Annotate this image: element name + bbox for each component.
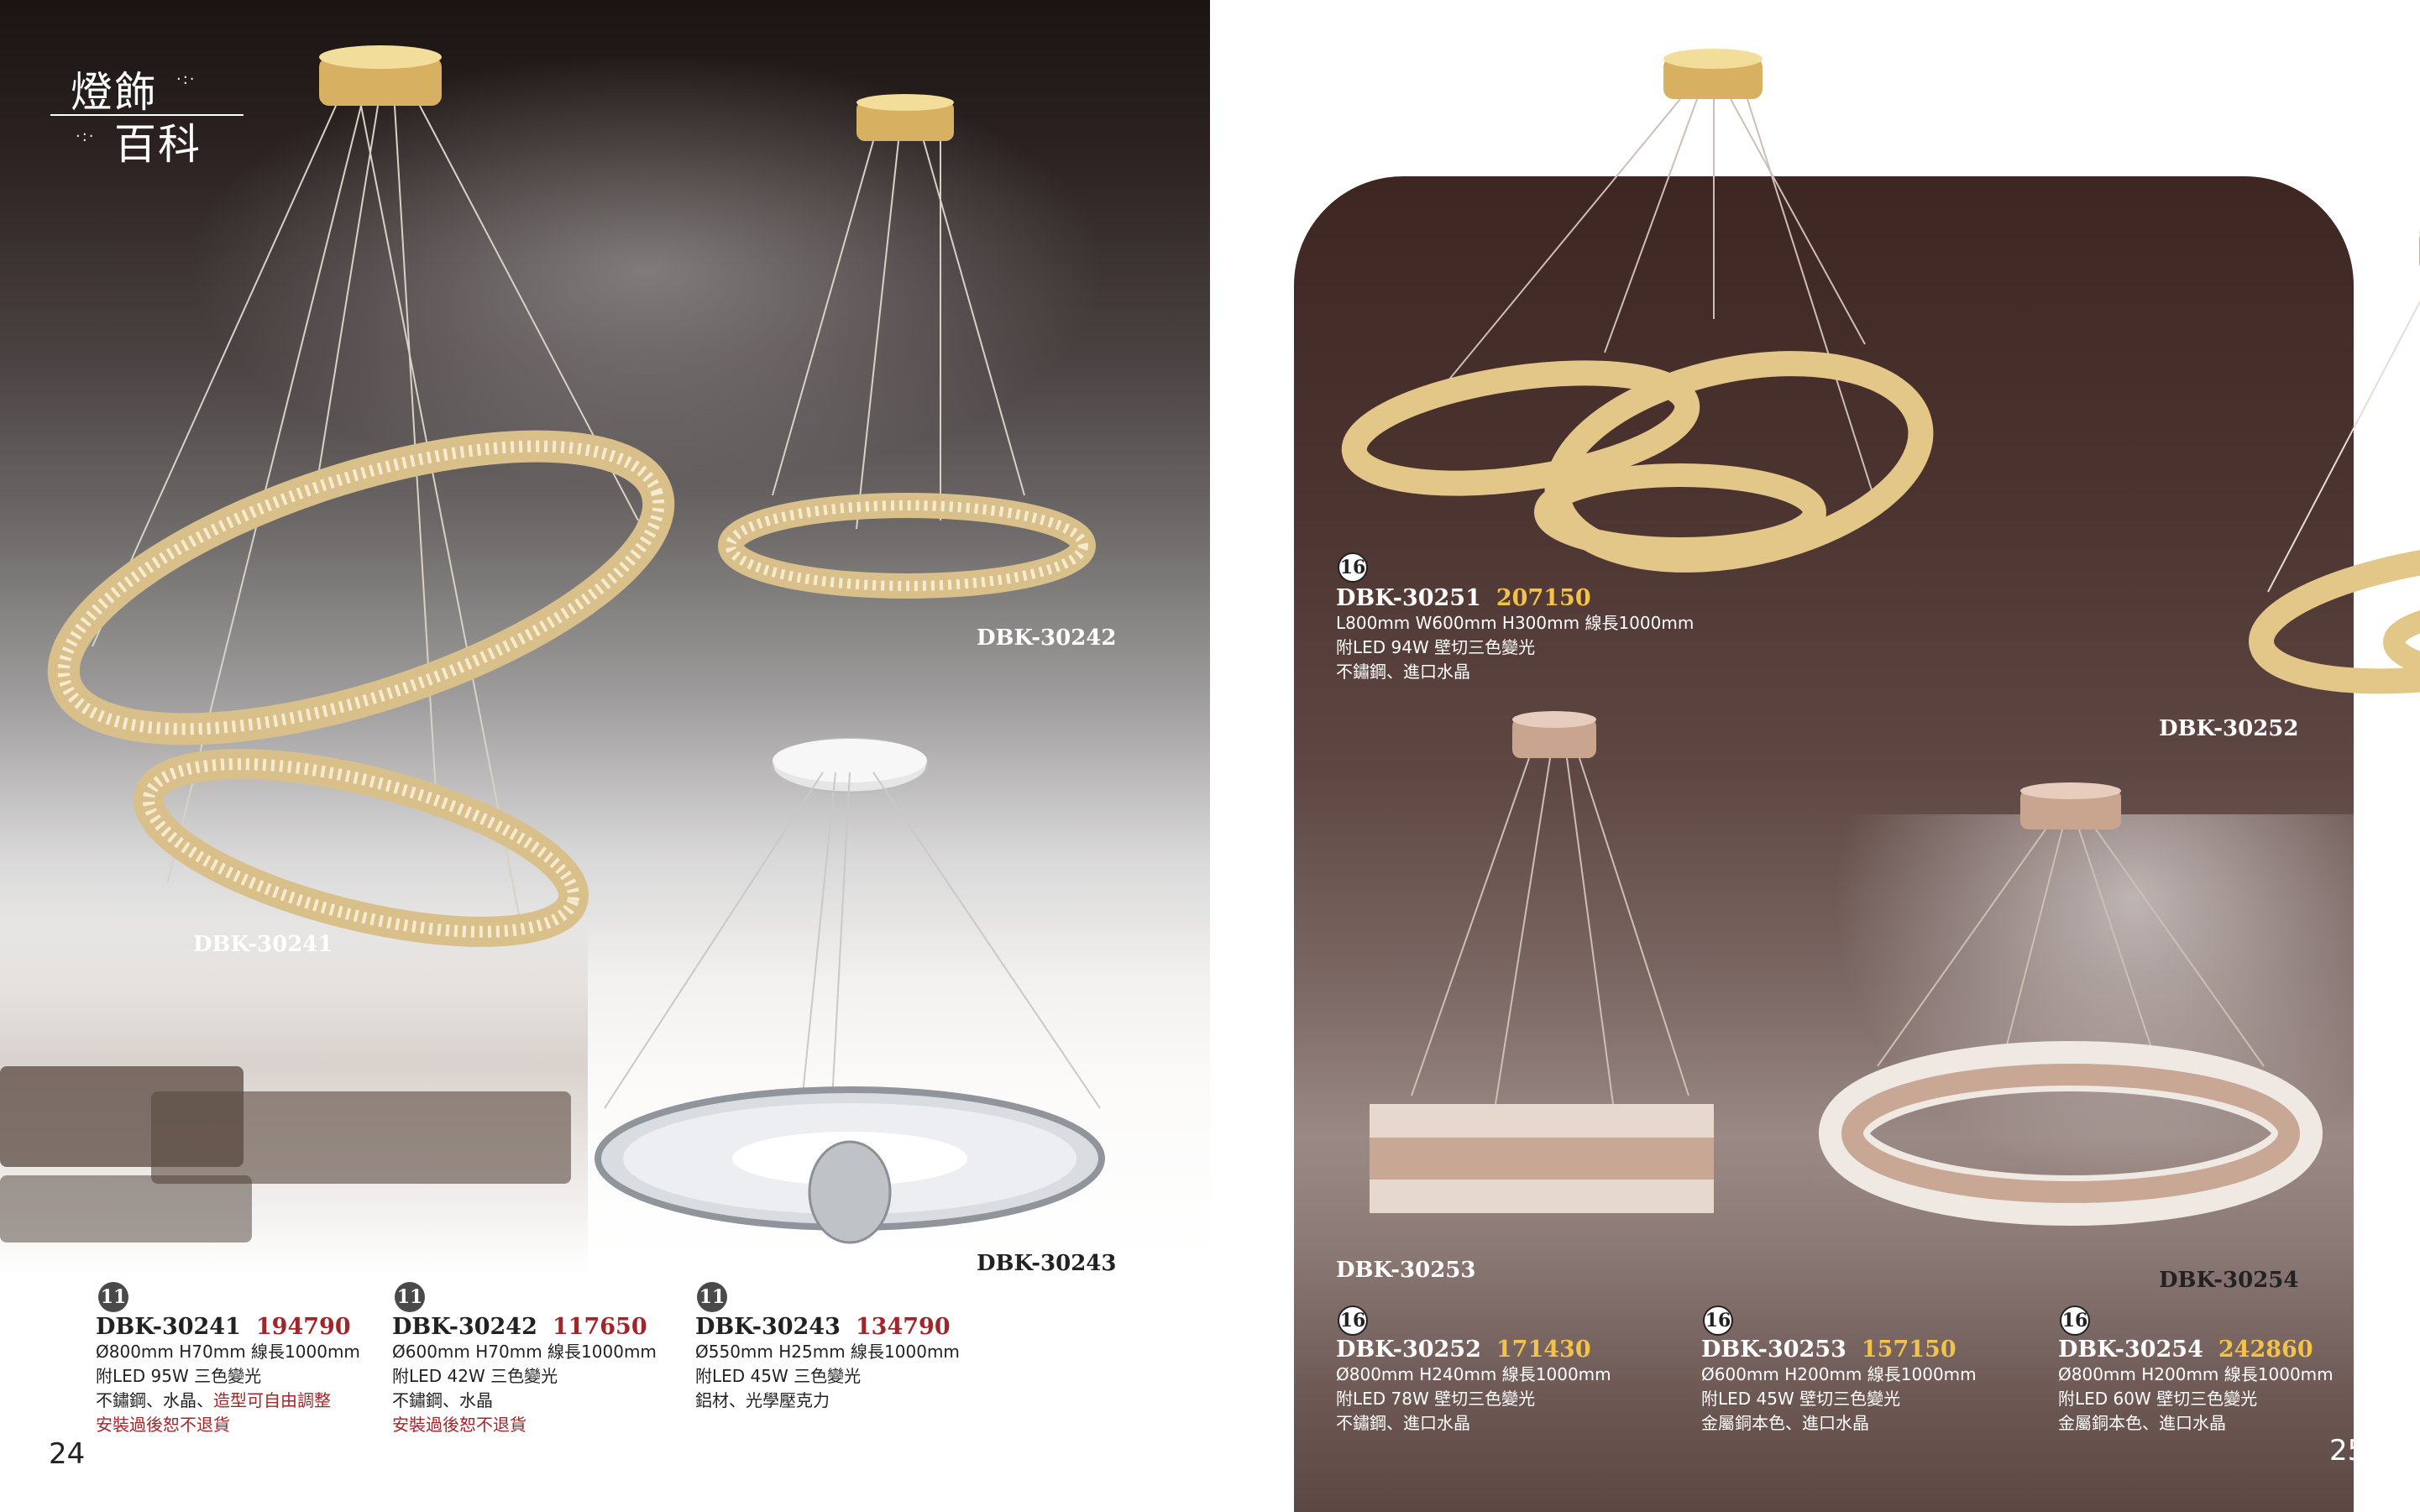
product-price: 117650 <box>552 1314 647 1340</box>
product-spec: 不鏽鋼、水晶 <box>392 1390 493 1410</box>
product-spec: 附LED 60W 壁切三色變光 <box>2058 1389 2258 1409</box>
product-spec: 不鏽鋼、進口水晶 <box>1336 662 1470 682</box>
category-badge: 11 <box>395 1282 425 1312</box>
lamp-label-dbk-30253: DBK-30253 <box>1336 1258 1476 1283</box>
left-photo-background <box>0 0 1210 1276</box>
product-spec: Ø800mm H70mm 線長1000mm <box>96 1342 360 1362</box>
product-code: DBK-30241 <box>96 1314 241 1340</box>
product-spec: L800mm W600mm H300mm 線長1000mm <box>1336 613 1695 633</box>
product-dbk-30252: DBK-30252 171430 Ø800mm H240mm 線長1000mm 附… <box>1336 1337 1611 1436</box>
product-code: DBK-30242 <box>392 1314 537 1340</box>
category-badge: 11 <box>98 1282 128 1312</box>
product-code: DBK-30251 <box>1336 585 1481 611</box>
product-price: 157150 <box>1861 1337 1956 1363</box>
product-title: DBK-30253 157150 <box>1701 1337 1977 1363</box>
product-dbk-30243: DBK-30243 134790 Ø550mm H25mm 線長1000mm 附L… <box>695 1314 960 1413</box>
product-material: 不鏽鋼、水晶、造型可自由調整 <box>96 1389 360 1413</box>
logo-rule <box>50 114 244 116</box>
logo-text-line1: 燈飾 <box>71 68 158 117</box>
product-spec: 不鏽鋼、進口水晶 <box>1336 1413 1470 1433</box>
brown-background-panel <box>1294 176 2369 1512</box>
lamp-dbk-30251-image <box>1341 49 1934 573</box>
product-title: DBK-30243 134790 <box>695 1314 960 1340</box>
category-badge: 16 <box>2060 1305 2090 1336</box>
product-title: DBK-30252 171430 <box>1336 1337 1611 1363</box>
light-glow <box>185 50 1108 487</box>
product-dbk-30241: DBK-30241 194790 Ø800mm H70mm 線長1000mm 附L… <box>96 1314 360 1437</box>
product-spec: 金屬銅本色、進口水晶 <box>1701 1413 1869 1433</box>
sparkle-icon: ·:· <box>76 128 96 145</box>
product-spec: Ø600mm H200mm 線長1000mm <box>1701 1364 1977 1384</box>
lamp-dbk-30243-image <box>595 737 1105 1244</box>
product-spec: 附LED 45W 壁切三色變光 <box>1701 1389 1901 1409</box>
left-page: 燈飾 百科 ·:· ·:· DBK-30241 <box>0 0 1210 1471</box>
product-spec: Ø600mm H70mm 線長1000mm <box>392 1342 657 1362</box>
product-spec: 金屬銅本色、進口水晶 <box>2058 1413 2226 1433</box>
lamp-label-dbk-30242: DBK-30242 <box>977 625 1117 651</box>
product-spec: Ø800mm H240mm 線長1000mm <box>1336 1364 1611 1384</box>
right-page: DBK-30252 DBK-30253 DBK-30254 16 DBK-302… <box>1210 0 2420 1512</box>
product-note: 安裝過後恕不退貨 <box>392 1415 526 1435</box>
product-spec: Ø550mm H25mm 線長1000mm <box>695 1342 960 1362</box>
product-spec: 附LED 94W 壁切三色變光 <box>1336 637 1536 657</box>
product-dbk-30242: DBK-30242 117650 Ø600mm H70mm 線長1000mm 附L… <box>392 1314 657 1437</box>
product-dbk-30251: DBK-30251 207150 L800mm W600mm H300mm 線長1… <box>1336 585 1694 684</box>
product-note: 安裝過後恕不退貨 <box>96 1415 230 1435</box>
lamp-dbk-30254-image <box>1819 782 2323 1226</box>
coffee-table-image <box>0 1175 252 1243</box>
product-dbk-30253: DBK-30253 157150 Ø600mm H200mm 線長1000mm 附… <box>1701 1337 1977 1436</box>
product-spec: 鋁材、光學壓克力 <box>695 1390 830 1410</box>
material-note: 造型可自由調整 <box>213 1390 331 1410</box>
sofa-image <box>151 1091 571 1184</box>
category-badge: 11 <box>697 1282 727 1312</box>
product-code: DBK-30252 <box>1336 1337 1481 1363</box>
product-title: DBK-30254 242860 <box>2058 1337 2334 1363</box>
product-code: DBK-30253 <box>1701 1337 1846 1363</box>
lamp-label-dbk-30254: DBK-30254 <box>2159 1268 2299 1293</box>
page-number: 24 <box>49 1437 86 1471</box>
lamp-dbk-30253-image <box>1370 711 1714 1213</box>
product-code: DBK-30243 <box>695 1314 841 1340</box>
product-title: DBK-30241 194790 <box>96 1314 360 1340</box>
category-badge: 16 <box>1338 552 1368 583</box>
lamp-dbk-30241-image <box>47 45 675 947</box>
product-spec: 附LED 95W 三色變光 <box>96 1366 262 1386</box>
category-badge: 16 <box>1338 1305 1368 1336</box>
logo-text-line2: 百科 <box>114 120 202 169</box>
category-badge: 16 <box>1703 1305 1733 1336</box>
product-title: DBK-30251 207150 <box>1336 585 1694 611</box>
lamp-label-dbk-30252: DBK-30252 <box>2159 716 2299 741</box>
lamp-label-dbk-30243: DBK-30243 <box>977 1251 1117 1276</box>
material-text: 不鏽鋼、水晶、 <box>96 1390 213 1410</box>
product-price: 134790 <box>855 1314 951 1340</box>
lamp-dbk-30252-image <box>2249 231 2420 694</box>
brand-logo: 燈飾 百科 ·:· ·:· <box>50 59 252 169</box>
product-spec: 附LED 78W 壁切三色變光 <box>1336 1389 1536 1409</box>
product-title: DBK-30242 117650 <box>392 1314 657 1340</box>
product-price: 194790 <box>255 1314 351 1340</box>
product-price: 242860 <box>2218 1337 2313 1363</box>
product-code: DBK-30254 <box>2058 1337 2203 1363</box>
lamp-label-dbk-30241: DBK-30241 <box>193 932 333 957</box>
product-spec: 附LED 45W 三色變光 <box>695 1366 862 1386</box>
sparkle-icon: ·:· <box>176 71 196 88</box>
product-spec: Ø800mm H200mm 線長1000mm <box>2058 1364 2334 1384</box>
product-dbk-30254: DBK-30254 242860 Ø800mm H200mm 線長1000mm 附… <box>2058 1337 2334 1436</box>
lamp-dbk-30242-image <box>718 94 1096 599</box>
product-spec: 附LED 42W 三色變光 <box>392 1366 558 1386</box>
product-price: 171430 <box>1495 1337 1591 1363</box>
page-number: 25 <box>2329 1434 2366 1468</box>
product-price: 207150 <box>1495 585 1591 611</box>
